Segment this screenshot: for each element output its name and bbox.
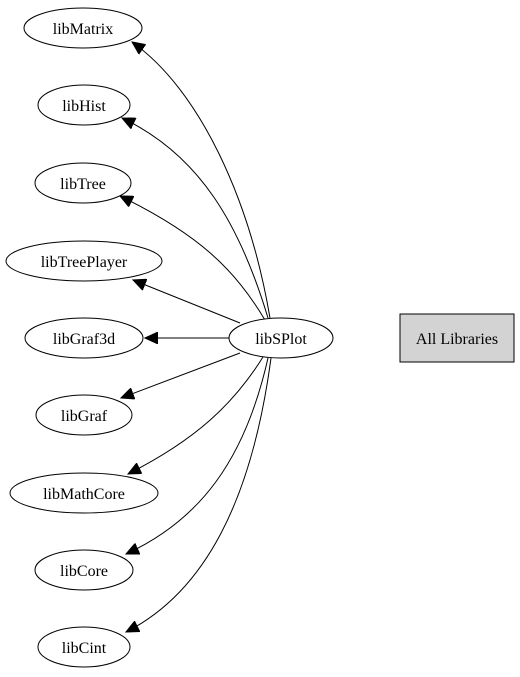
node-label-libmatrix: libMatrix (53, 21, 113, 38)
edge-libsplot-libmatrix (132, 42, 271, 319)
node-label-libgraf3d: libGraf3d (53, 331, 115, 348)
edge-libsplot-libtreeplayer (133, 280, 241, 324)
edge-libsplot-libmathcore (128, 356, 264, 474)
node-libcore[interactable]: libCore (34, 549, 134, 591)
edge-libsplot-libhist (122, 118, 269, 319)
all-libraries-node[interactable]: All Libraries (399, 313, 515, 363)
node-label-libhist: libHist (62, 98, 106, 115)
node-libgraf[interactable]: libGraf (35, 394, 133, 436)
node-libtree[interactable]: libTree (34, 162, 132, 204)
dependency-edges (120, 42, 272, 632)
edge-libsplot-libgraf (121, 352, 241, 398)
node-libtreeplayer[interactable]: libTreePlayer (5, 240, 163, 282)
edge-libsplot-libcore (126, 357, 269, 554)
node-label-libtree: libTree (60, 176, 106, 193)
node-libgraf3d[interactable]: libGraf3d (24, 317, 144, 359)
node-libcint[interactable]: libCint (37, 626, 131, 668)
node-label-libsplot: libSPlot (255, 331, 307, 348)
all-libraries-label: All Libraries (416, 331, 498, 348)
node-label-libgraf: libGraf (61, 408, 108, 425)
node-label-libmathcore: libMathCore (43, 486, 125, 503)
node-libmatrix[interactable]: libMatrix (23, 7, 143, 49)
library-nodes: libMatrix libHist libTree libTreePlayer … (5, 7, 515, 668)
node-label-libcore: libCore (60, 563, 108, 580)
node-libsplot[interactable]: libSPlot (228, 317, 334, 359)
node-libhist[interactable]: libHist (37, 84, 131, 126)
node-libmathcore[interactable]: libMathCore (9, 472, 159, 514)
edge-libsplot-libcint (126, 357, 272, 632)
edge-libsplot-libtree (120, 196, 266, 321)
node-label-libcint: libCint (62, 640, 107, 657)
node-label-libtreeplayer: libTreePlayer (41, 254, 128, 271)
